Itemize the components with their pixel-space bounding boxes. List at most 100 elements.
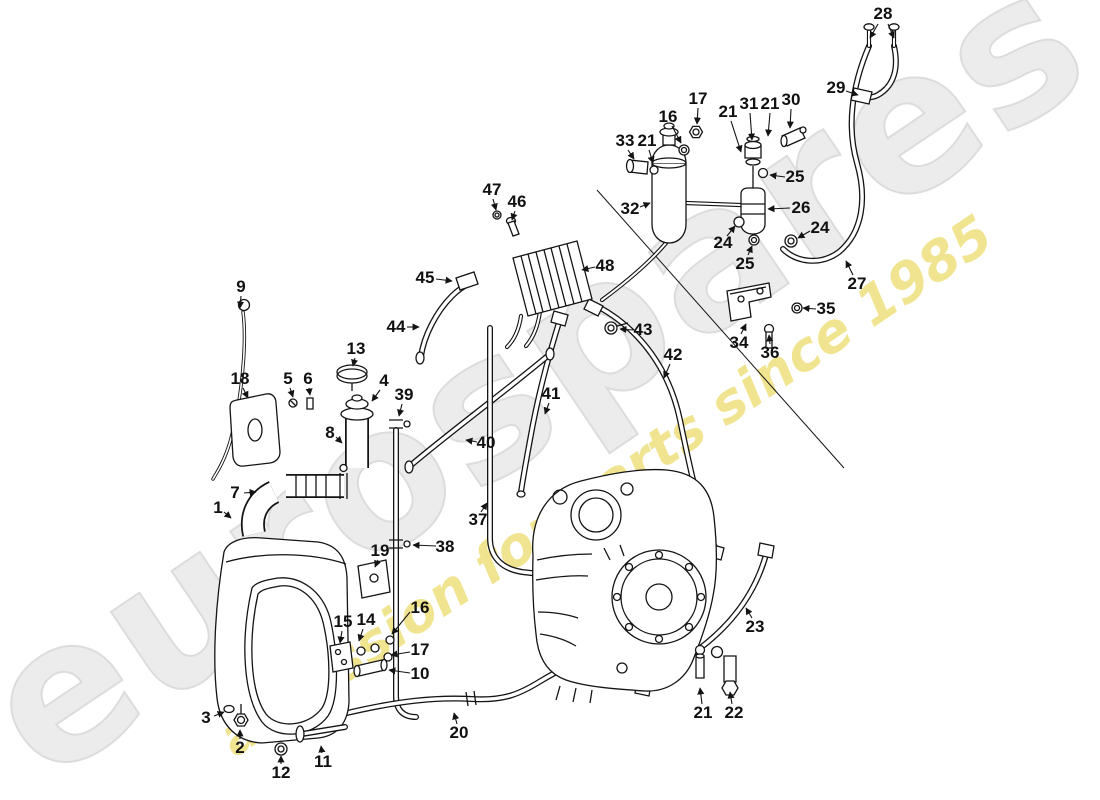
part-label-14: 14 [356,610,376,629]
leader-line-37 [480,502,488,513]
oil-hose-27 [783,23,875,261]
bolt-21 [695,655,705,679]
leader-line-9 [236,295,245,309]
leader-line-30 [786,108,794,129]
part-label-38: 38 [435,537,455,556]
washer-35 [791,302,803,314]
oil-hose-44-45 [415,271,479,365]
part-label-41: 41 [541,384,561,403]
parts-drawing [211,23,900,764]
part-label-20: 20 [449,723,469,742]
part-label-11: 11 [314,752,332,771]
part-label-27: 27 [847,274,867,293]
part-label-21: 21 [637,131,657,150]
bolt-set-21-22 [694,644,739,696]
leader-line-1 [223,511,232,519]
part-label-44: 44 [386,317,406,336]
leader-line-34 [739,323,747,335]
washer-21 [649,165,659,175]
leader-line-31 [747,112,756,141]
part-label-34: 34 [729,333,749,352]
bracket-19 [357,559,391,599]
oil-cooler-drawing [507,240,593,347]
leader-line-45 [435,276,453,284]
leader-line-41 [543,402,551,415]
leader-line-24 [726,225,736,237]
leader-line-21 [730,120,743,153]
part-label-36: 36 [760,343,780,362]
part-label-33: 33 [615,131,635,150]
part-label-32: 32 [620,199,640,218]
leader-line-36 [766,334,774,345]
part-label-6: 6 [303,369,313,388]
part-label-35: 35 [816,299,836,318]
washer-22 [710,645,724,659]
part-label-45: 45 [415,268,435,287]
part-label-2: 2 [235,738,245,757]
hose-clamp-8 [339,473,348,499]
part-label-29: 29 [826,78,846,97]
leader-line-38 [412,541,437,549]
leader-line-42 [663,363,671,379]
pipe-flange-11 [295,725,305,743]
part-label-1: 1 [213,498,223,517]
part-label-23: 23 [745,617,765,636]
leader-line-15 [337,630,345,644]
leader-line-10 [388,667,411,675]
part-label-21: 21 [693,703,713,722]
part-label-10: 10 [410,664,430,683]
leader-line-14 [357,628,365,642]
leader-line-32 [639,202,651,209]
part-label-5: 5 [283,369,293,388]
filler-flange-4 [340,407,374,421]
oil-filter-drawing [602,122,807,349]
washer-21 [746,135,760,143]
washer-14 [370,643,380,653]
clamp-39 [389,419,403,429]
leader-line-35 [802,304,817,313]
leader-line-25 [746,245,753,256]
leader-line-40 [465,437,478,445]
bolt-22 [723,655,737,683]
reference-line [596,189,845,469]
part-label-42: 42 [663,345,683,364]
part-label-39: 39 [394,385,414,404]
rubber-pad-18 [229,393,281,467]
leader-line-29 [845,89,859,97]
leader-line-17 [693,107,701,125]
part-label-18: 18 [230,369,250,388]
part-label-12: 12 [271,763,291,782]
washer-47 [492,210,502,220]
part-label-3: 3 [201,708,211,727]
leader-line-20 [452,712,460,725]
part-label-8: 8 [325,423,335,442]
leader-line-8 [334,435,343,444]
leader-line-28 [887,23,895,39]
part-label-16: 16 [410,598,430,617]
leader-line-16 [671,125,682,144]
valve-26 [740,187,766,235]
part-label-37: 37 [468,510,488,529]
washer-25 [757,167,769,179]
leader-line-25 [769,172,786,180]
leader-lines [213,23,895,764]
washer-21 [745,158,761,166]
part-label-13: 13 [346,339,366,358]
part-label-4: 4 [379,371,389,390]
union-24 [784,234,798,248]
leader-line-48 [581,265,596,273]
part-label-24: 24 [713,233,733,252]
leader-line-28 [869,23,879,39]
leader-line-22 [727,691,735,705]
gasket-12 [274,742,288,756]
leader-line-4 [371,389,381,402]
engine-case-drawing [532,468,718,704]
hose-end-fitting [455,271,479,291]
seal-ring-3 [223,704,235,714]
part-label-40: 40 [476,433,496,452]
washer-25 [748,234,760,246]
part-label-43: 43 [633,320,653,339]
drain-plug-2 [233,713,249,727]
part-label-28: 28 [873,4,893,23]
